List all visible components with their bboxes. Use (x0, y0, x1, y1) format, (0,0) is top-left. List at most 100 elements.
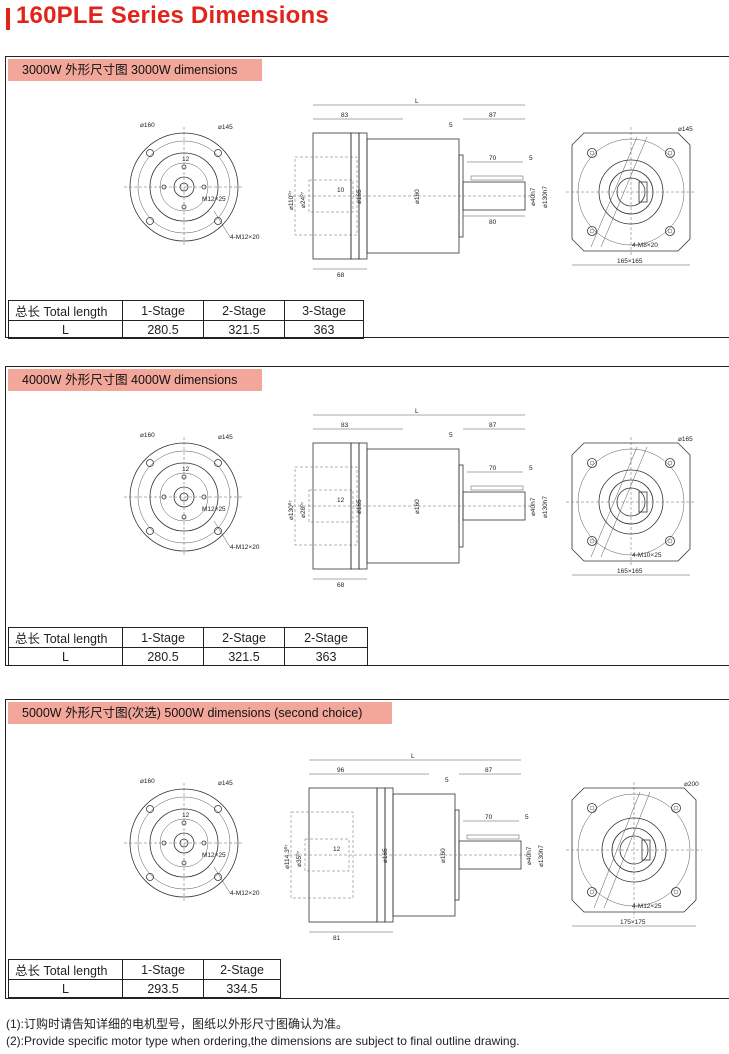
bore-hidden (294, 156, 358, 236)
dia-label: ⌀145 (218, 124, 233, 131)
length-label: L (415, 408, 419, 415)
mount-hole (665, 148, 675, 158)
dia-label: ⌀40h7 (530, 187, 537, 206)
note-1: (1):订购时请告知详细的电机型号，图纸以外形尺寸图确认为准。 (6, 1017, 349, 1031)
table-cell: L (8, 979, 123, 998)
keyway (466, 834, 520, 840)
dia-label: ⌀35⁰⁷ (295, 850, 303, 867)
dia-label: ⌀165 (356, 189, 363, 204)
dia-label: ⌀24⁰⁷ (299, 191, 307, 208)
keyway (470, 485, 524, 491)
dim-label: 87 (489, 422, 497, 429)
mount-hole-inner (589, 889, 595, 895)
dia-label: ⌀130h7 (542, 496, 549, 518)
size-label: 165×165 (617, 258, 643, 265)
table-cell: 321.5 (203, 647, 285, 666)
table-cell: 363 (284, 647, 368, 666)
table-cell: 1-Stage (122, 959, 204, 980)
dim-label: 12 (182, 812, 190, 819)
dim-label: 70 (489, 155, 497, 162)
dia-label: ⌀40h7 (530, 497, 537, 516)
table-cell: 293.5 (122, 979, 204, 998)
length-label: L (411, 753, 415, 760)
square-flange (571, 132, 691, 252)
thread-label: M12×25 (202, 506, 226, 513)
dim-label: 81 (333, 935, 341, 940)
dim-label: 96 (337, 767, 345, 774)
dia-label: ⌀114.3⁰⁷ (283, 844, 291, 869)
mount-hole-inner (589, 150, 595, 156)
mount-hole (671, 803, 681, 813)
table-cell: 321.5 (203, 320, 285, 339)
dim-label: 5 (529, 465, 533, 472)
dia-label: ⌀145 (218, 780, 233, 787)
dim-label: 70 (485, 814, 493, 821)
dia-label: ⌀160 (440, 848, 447, 863)
mount-hole (587, 148, 597, 158)
mount-hole (146, 873, 154, 881)
square-flange (571, 442, 691, 562)
dim-label: 10 (337, 187, 345, 194)
thread-label: 4-M8×20 (632, 242, 658, 249)
mount-hole (146, 217, 154, 225)
note-2: (2):Provide specific motor type when ord… (6, 1034, 520, 1048)
leader-line (213, 520, 231, 548)
mount-hole-inner (667, 460, 673, 466)
dia-label: ⌀160 (140, 432, 155, 439)
mount-hole (146, 149, 154, 157)
mount-hole (587, 226, 597, 236)
dia-label: ⌀130h7 (538, 845, 545, 867)
dim-label: 5 (445, 777, 449, 784)
leader-line (213, 210, 231, 238)
mount-hole (214, 459, 222, 467)
title-accent-bar (6, 8, 10, 30)
size-label: 175×175 (620, 919, 646, 926)
mount-hole (214, 149, 222, 157)
dim-label: 87 (489, 112, 497, 119)
dia-label: ⌀110⁰⁷ (287, 190, 295, 210)
dia-label: ⌀28⁰⁷ (299, 501, 307, 518)
dim-label: 5 (529, 155, 533, 162)
section-5000w: 5000W 外形尺寸图(次选) 5000W dimensions (second… (5, 699, 729, 999)
table-cell: 总长 Total length (8, 627, 123, 648)
mount-hole (665, 226, 675, 236)
dia-label: ⌀40h7 (526, 846, 533, 865)
table-cell: 3-Stage (284, 300, 364, 321)
mount-hole (587, 536, 597, 546)
table-cell: 总长 Total length (8, 959, 123, 980)
table-cell: L (8, 320, 123, 339)
mount-hole (214, 217, 222, 225)
dia-label: ⌀160 (414, 499, 421, 514)
dim-label: 12 (333, 846, 341, 853)
leader-line (213, 866, 231, 894)
mount-hole (587, 887, 597, 897)
thread-label: 4-M12×20 (230, 544, 260, 551)
mount-hole (214, 805, 222, 813)
mount-hole-inner (667, 538, 673, 544)
table-cell: 2-Stage (284, 627, 368, 648)
mount-hole-inner (667, 228, 673, 234)
mount-hole-inner (589, 538, 595, 544)
section-label: 3000W 外形尺寸图 3000W dimensions (8, 59, 262, 81)
section-label: 4000W 外形尺寸图 4000W dimensions (8, 369, 262, 391)
dia-label: ⌀160 (414, 189, 421, 204)
table-cell: 1-Stage (122, 300, 204, 321)
keyway (470, 175, 524, 181)
mount-hole (665, 536, 675, 546)
dim-label: 5 (449, 122, 453, 129)
dia-label: ⌀160 (140, 778, 155, 785)
length-label: L (415, 98, 419, 105)
dim-label: 80 (489, 219, 497, 226)
table-cell: 总长 Total length (8, 300, 123, 321)
mount-hole-inner (589, 805, 595, 811)
